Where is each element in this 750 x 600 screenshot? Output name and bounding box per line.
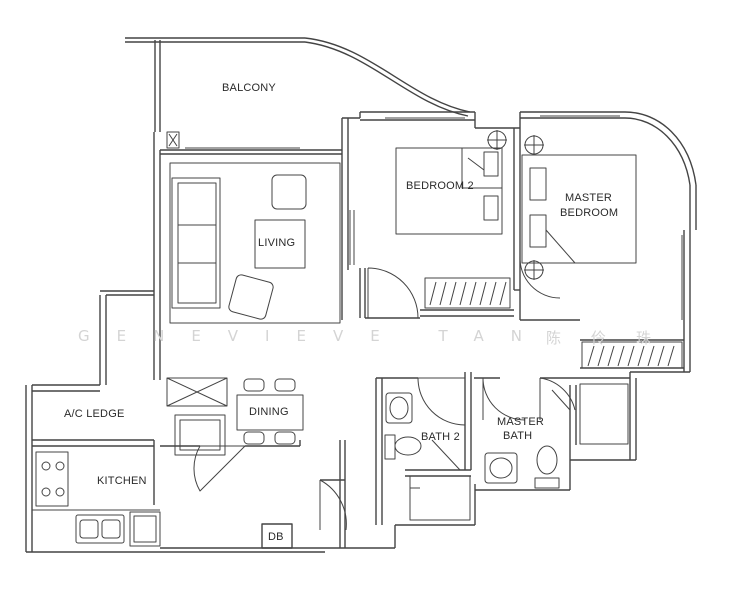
bedroom2-furniture <box>395 130 511 309</box>
master-bedroom-furniture <box>521 135 683 369</box>
balcony-outline <box>125 37 471 132</box>
door-swings <box>193 255 576 531</box>
room-label-dining: DINING <box>249 406 289 418</box>
watermark-cjk: 陈伶珠 <box>546 329 682 347</box>
room-label-living: LIVING <box>258 237 296 249</box>
living-furniture <box>166 131 341 324</box>
room-label-master-bedroom-1: MASTER <box>565 192 613 204</box>
room-label-ac-ledge: A/C LEDGE <box>64 408 125 420</box>
room-label-bedroom2: BEDROOM 2 <box>406 180 474 192</box>
master-bath-fixtures <box>484 383 629 489</box>
room-label-bath2: BATH 2 <box>421 431 460 443</box>
room-label-db: DB <box>268 531 284 543</box>
bath2-fixtures <box>384 392 471 521</box>
watermark-latin: GENEVIEVE TAN <box>78 327 549 345</box>
windows <box>159 95 683 320</box>
room-label-balcony: BALCONY <box>222 82 276 94</box>
kitchen-fixtures <box>32 451 161 547</box>
room-label-master-bath-1: MASTER <box>497 416 545 428</box>
dining-furniture <box>166 377 304 456</box>
room-label-kitchen: KITCHEN <box>97 475 147 487</box>
exterior-walls <box>25 111 697 553</box>
room-label-master-bath-2: BATH <box>503 430 533 442</box>
room-label-master-bedroom-2: BEDROOM <box>560 207 619 219</box>
